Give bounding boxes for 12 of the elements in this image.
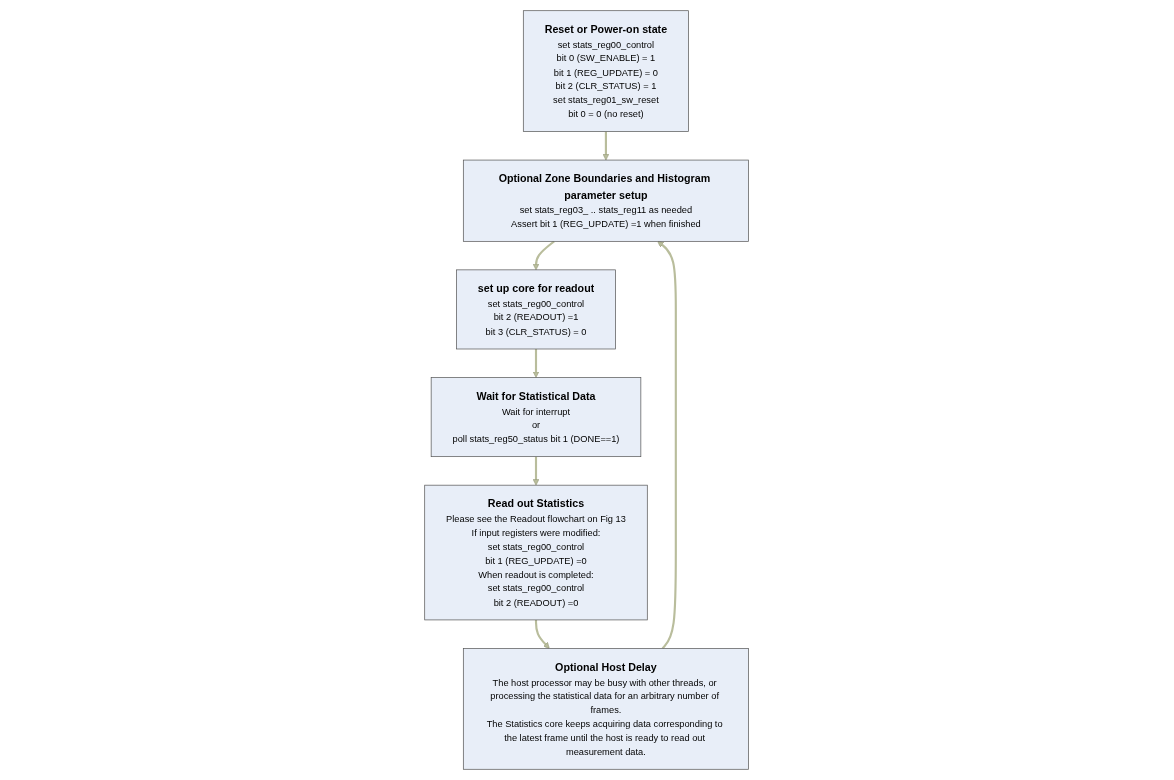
node-box: Optional Zone Boundaries and Histogram parameter setup set stats_reg03_ .. stats_reg11 as needed Assert bit 1 (REG_UPDATE) =1 when finished — [463, 159, 750, 242]
node-box: Read out Statistics Please see the Readout flowchart on Fig 13 If input registers were modified: set stats_reg00_control bit 1 (REG_UPDATE) =0 When readout is completed: set stats_reg00_control bit 2 (READOUT) =0 — [424, 484, 649, 621]
arrow — [533, 240, 556, 271]
arrow — [535, 619, 550, 649]
arrow — [657, 241, 678, 650]
node-box: Wait for Statistical Data Wait for interrupt or poll stats_reg50_status bit 1 (DONE==1) — [431, 377, 642, 457]
node-box: Reset or Power-on state set stats_reg00_control bit 0 (SW_ENABLE) = 1 bit 1 (REG_UPDATE) = 0 bit 2 (CLR_STATUS) = 1 set stats_reg01_sw_reset bit 0 = 0 (no reset) — [523, 10, 690, 132]
arrow — [533, 456, 540, 486]
node-box: set up core for readout set stats_reg00_control bit 2 (READOUT) =1 bit 3 (CLR_STATUS) = 0 — [456, 269, 617, 350]
node-box: Optional Host Delay The host processor may be busy with other threads, or processing the statistical data for an arbitrary number of frames. The Statistics core keeps acquiring data corresponding to the latest frame until the host is ready to read out measurement data. — [463, 648, 750, 770]
arrow — [603, 131, 610, 161]
arrow — [533, 349, 540, 378]
